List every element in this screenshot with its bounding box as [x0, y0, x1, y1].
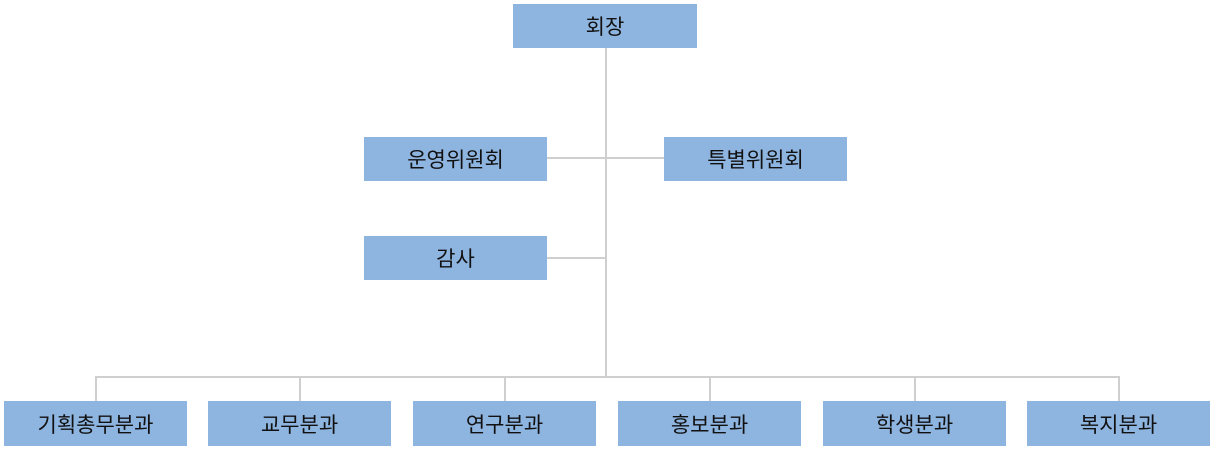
- division-drop-line: [914, 376, 916, 401]
- special-committee-box: 특별위원회: [664, 137, 847, 181]
- division-drop-line: [709, 376, 711, 401]
- trunk-line: [605, 48, 607, 377]
- division-drop-line: [1118, 376, 1120, 401]
- division-box: 학생분과: [823, 401, 1006, 446]
- divisions-bus-line: [95, 376, 1120, 378]
- president-box: 회장: [513, 4, 697, 48]
- division-box: 연구분과: [413, 401, 596, 446]
- division-drop-line: [299, 376, 301, 401]
- division-box: 교무분과: [208, 401, 391, 446]
- audit-box: 감사: [364, 236, 547, 280]
- division-box: 기획총무분과: [4, 401, 187, 446]
- division-box: 복지분과: [1027, 401, 1210, 446]
- committee-connector-line: [547, 157, 665, 159]
- audit-connector-line: [547, 257, 606, 259]
- division-drop-line: [504, 376, 506, 401]
- operations-committee-box: 운영위원회: [364, 137, 547, 181]
- division-box: 홍보분과: [618, 401, 801, 446]
- division-drop-line: [95, 376, 97, 401]
